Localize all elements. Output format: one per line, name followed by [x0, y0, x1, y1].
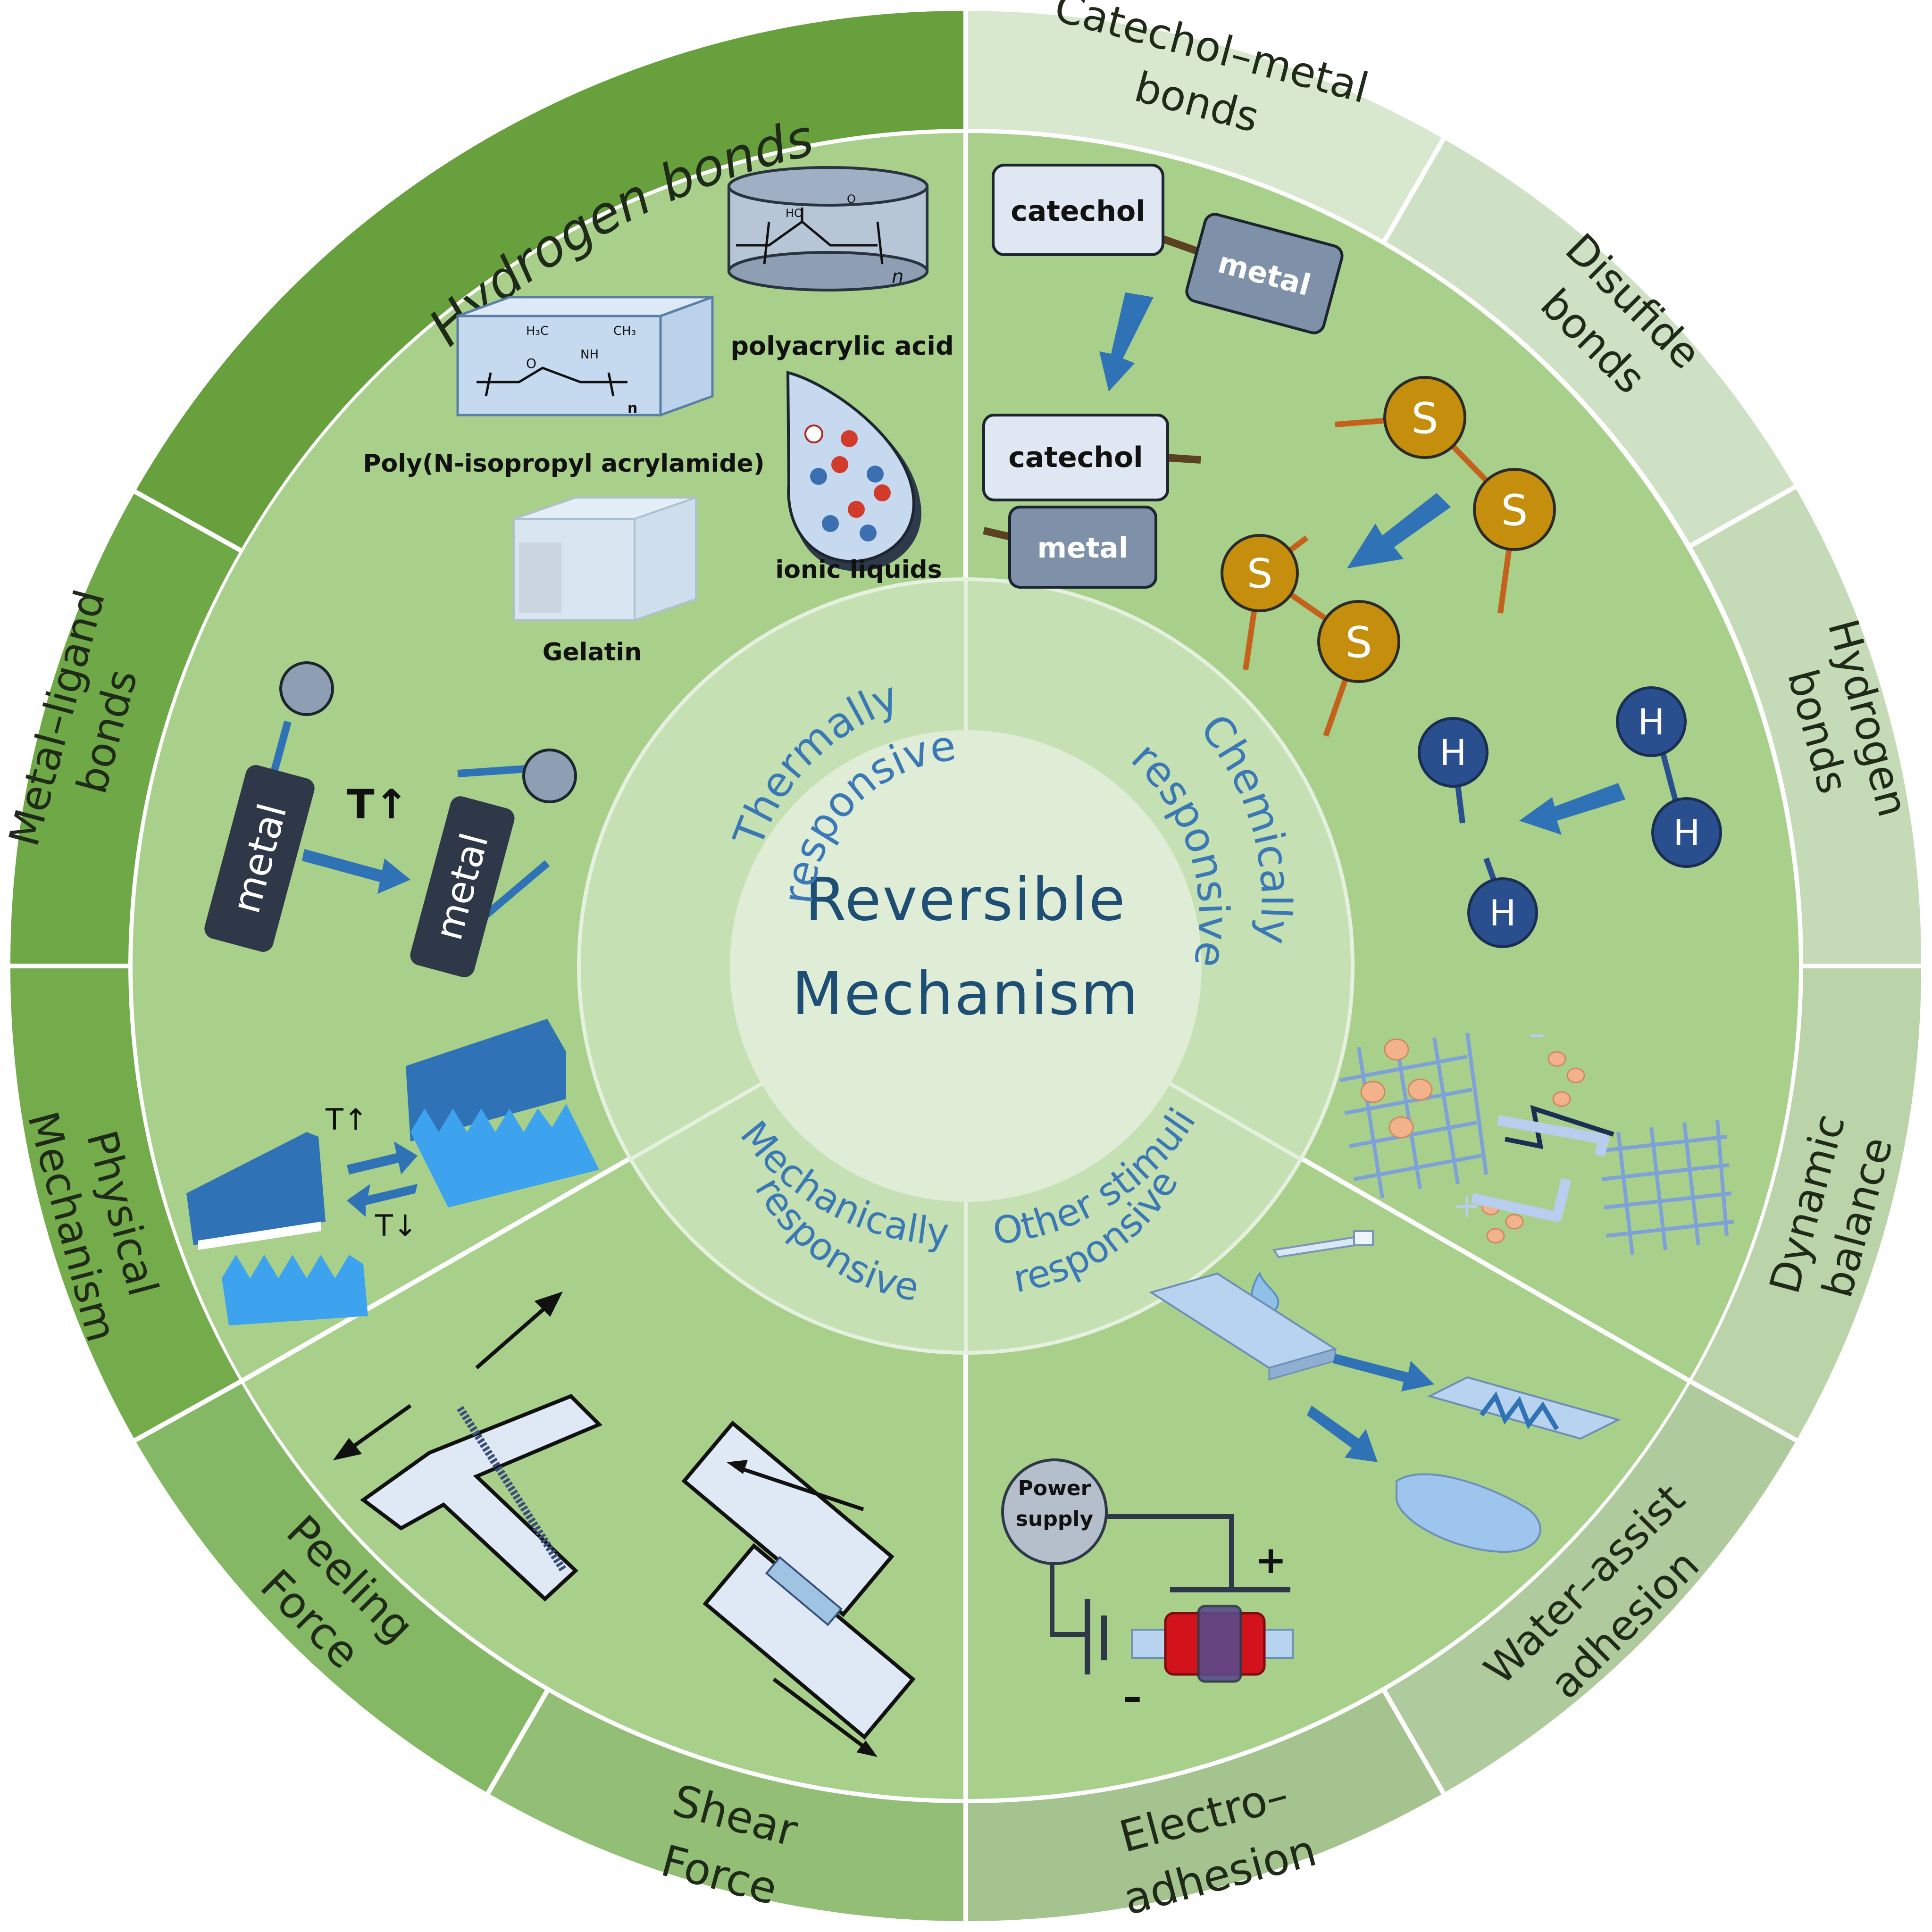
water-arrow-1-icon: [1333, 1354, 1434, 1391]
dynamic-balance-icon: – +: [1339, 1014, 1734, 1255]
svg-text:H: H: [1489, 892, 1516, 934]
pnipam-box-icon: H₃C CH₃ O NH n: [456, 295, 714, 417]
phys-t-down-label: T↓: [375, 1208, 418, 1243]
svg-text:catechol: catechol: [1008, 441, 1143, 474]
peeling-arrows-icon: [333, 1291, 563, 1461]
peeling-t-icon: [360, 1394, 603, 1602]
electro-adhesion-circuit-icon: Power supply + –: [1001, 1458, 1294, 1719]
catechol-arrow-icon: [1099, 292, 1154, 391]
svg-text:O: O: [526, 356, 536, 371]
center-disc: [730, 730, 1202, 1202]
ring-catechol-metal: [963, 6, 1448, 246]
hydrogen-arrow-icon: [1519, 783, 1625, 835]
metal-ligand-before-icon: metal: [204, 661, 334, 952]
hydrogen-bonds-icon: H H H H: [1418, 686, 1722, 948]
pnipam-label: Poly(N-isopropyl acrylamide): [363, 450, 764, 478]
outer-ring: [5, 6, 1926, 1926]
svg-text:H: H: [1439, 732, 1466, 774]
svg-text:+: +: [1453, 1186, 1481, 1225]
t-up-label: T↑: [347, 781, 409, 828]
svg-text:metal: metal: [1037, 532, 1129, 565]
physical-interlock-after-icon: [406, 1019, 599, 1208]
ionic-liquid-drop-icon: [786, 371, 921, 572]
svg-text:H: H: [1673, 812, 1700, 854]
svg-text:n: n: [892, 266, 903, 288]
catechol-metal-after-icon: catechol metal: [982, 414, 1201, 589]
svg-text:S: S: [1411, 394, 1438, 443]
svg-text:H: H: [1638, 701, 1664, 743]
svg-text:–: –: [1123, 1675, 1142, 1719]
svg-text:–: –: [1529, 1014, 1545, 1053]
svg-text:Power: Power: [1018, 1476, 1091, 1500]
catechol-metal-before-icon: catechol metal: [992, 164, 1344, 334]
equilibrium-arrows-icon: [347, 1141, 418, 1217]
shear-plates-icon: [681, 1420, 916, 1757]
paa-label: polyacrylic acid: [730, 331, 953, 361]
svg-text:catechol: catechol: [1011, 195, 1146, 228]
svg-text:O: O: [847, 192, 856, 206]
ionic-liquids-label: ionic liquids: [775, 556, 942, 584]
svg-text:S: S: [1247, 550, 1273, 598]
svg-text:HO: HO: [786, 207, 803, 220]
svg-text:NH: NH: [580, 348, 599, 362]
gelatin-label: Gelatin: [543, 638, 642, 666]
center-title-line1: Reversible: [805, 866, 1126, 934]
water-arrow-2-icon: [1307, 1406, 1378, 1462]
center-title-line2: Mechanism: [792, 960, 1139, 1028]
disulfide-arrow-icon: [1347, 493, 1451, 568]
gelatin-cube-icon: [513, 496, 697, 622]
svg-text:n: n: [627, 400, 637, 416]
sulfur-atom-icon: S S S S: [1221, 376, 1556, 683]
svg-text:H₃C: H₃C: [526, 324, 549, 338]
svg-text:supply: supply: [1016, 1507, 1093, 1531]
paa-cylinder-icon: HO O n: [728, 166, 928, 291]
physical-interlock-before-icon: [186, 1132, 368, 1325]
svg-text:CH₃: CH₃: [613, 324, 636, 338]
svg-text:S: S: [1501, 486, 1528, 535]
svg-text:+: +: [1255, 1538, 1287, 1582]
phys-t-up-label: T↑: [325, 1102, 368, 1137]
thermal-arrow-icon: [302, 849, 410, 894]
svg-text:S: S: [1345, 618, 1372, 667]
